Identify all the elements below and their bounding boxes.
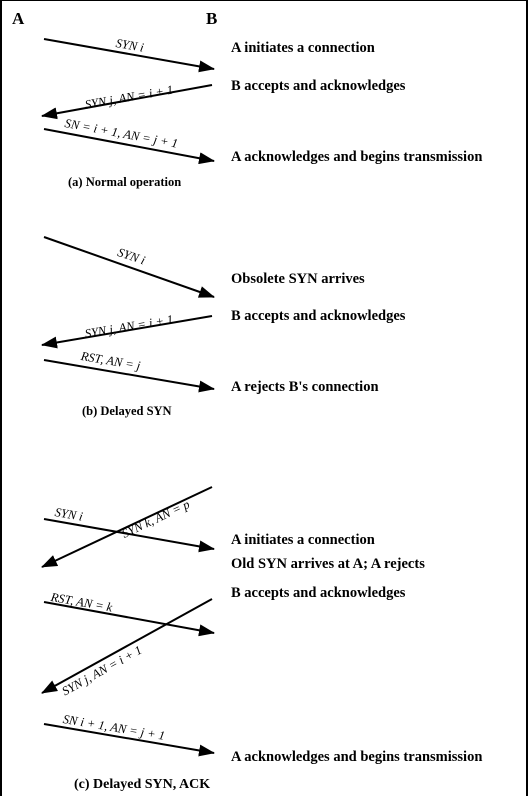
- arrow-b-syn-j: [41, 84, 213, 120]
- section-caption: (b) Delayed SYN: [82, 404, 172, 418]
- arrow-obsolete-syn: [43, 236, 215, 298]
- arrow-a-syn-i: [43, 38, 215, 73]
- arrow-a-ack: [43, 128, 215, 165]
- event-label: A rejects B's connection: [231, 379, 379, 395]
- event-label: B accepts and acknowledges: [231, 585, 406, 601]
- section-caption: (a) Normal operation: [68, 175, 182, 189]
- arrow-a-syn-i: [43, 518, 215, 553]
- arrow-b-syn-j: [41, 315, 213, 349]
- event-label: A initiates a connection: [231, 532, 375, 548]
- event-label: B accepts and acknowledges: [231, 78, 406, 94]
- arrow-b-syn-j: [41, 598, 213, 694]
- arrow-old-syn-k: [41, 486, 213, 568]
- section-caption: (c) Delayed SYN, ACK: [74, 777, 211, 792]
- arrow-a-rst: [43, 601, 215, 637]
- endpoint-b-label: B: [206, 9, 218, 28]
- event-label: B accepts and acknowledges: [231, 308, 406, 324]
- endpoint-a-label: A: [12, 9, 25, 28]
- arrow-a-rst: [43, 359, 215, 393]
- event-label: Obsolete SYN arrives: [231, 271, 365, 287]
- event-label: Old SYN arrives at A; A rejects: [231, 556, 425, 572]
- event-label: A acknowledges and begins transmission: [231, 749, 483, 765]
- arrow-a-ack: [43, 723, 215, 757]
- event-label: A initiates a connection: [231, 40, 375, 56]
- event-label: A acknowledges and begins transmission: [231, 149, 483, 165]
